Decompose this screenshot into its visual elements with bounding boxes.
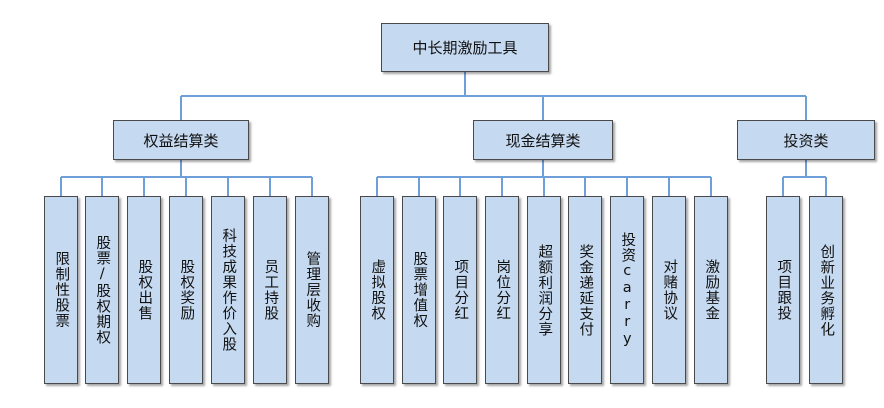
item-management-buyout: 管理层收购 bbox=[295, 196, 329, 384]
item-valuation-adjustment: 对赌协议 bbox=[652, 196, 686, 384]
item-project-dividend: 项目分红 bbox=[443, 196, 477, 384]
item-incentive-fund: 激励基金 bbox=[694, 196, 728, 384]
item-virtual-equity: 虚拟股权 bbox=[360, 196, 394, 384]
item-stock-appreciation-rights: 股票增值权 bbox=[402, 196, 436, 384]
item-excess-profit-sharing: 超额利润分享 bbox=[527, 196, 561, 384]
invest-connector bbox=[782, 160, 827, 196]
item-tech-achievement-shares: 科技成果作价入股 bbox=[211, 196, 245, 384]
item-project-co-investment: 项目跟投 bbox=[766, 196, 800, 384]
item-employee-stock-ownership: 员工持股 bbox=[253, 196, 287, 384]
item-position-dividend: 岗位分红 bbox=[485, 196, 519, 384]
root-node: 中长期激励工具 bbox=[381, 23, 549, 72]
item-equity-sale: 股权出售 bbox=[127, 196, 161, 384]
item-deferred-bonus: 奖金递延支付 bbox=[568, 196, 602, 384]
item-investment-carry: 投资carry bbox=[610, 196, 644, 384]
category-investment: 投资类 bbox=[737, 120, 875, 160]
item-innovation-incubation: 创新业务孵化 bbox=[809, 196, 843, 384]
equity-connector bbox=[60, 160, 313, 196]
item-equity-award: 股权奖励 bbox=[169, 196, 203, 384]
cash-connector bbox=[376, 160, 712, 196]
root-connector bbox=[180, 72, 807, 120]
category-equity-settled: 权益结算类 bbox=[113, 120, 249, 160]
category-cash-settled: 现金结算类 bbox=[473, 120, 613, 160]
item-restricted-stock: 限制性股票 bbox=[44, 196, 78, 384]
item-stock-options: 股票/股权期权 bbox=[85, 196, 119, 384]
